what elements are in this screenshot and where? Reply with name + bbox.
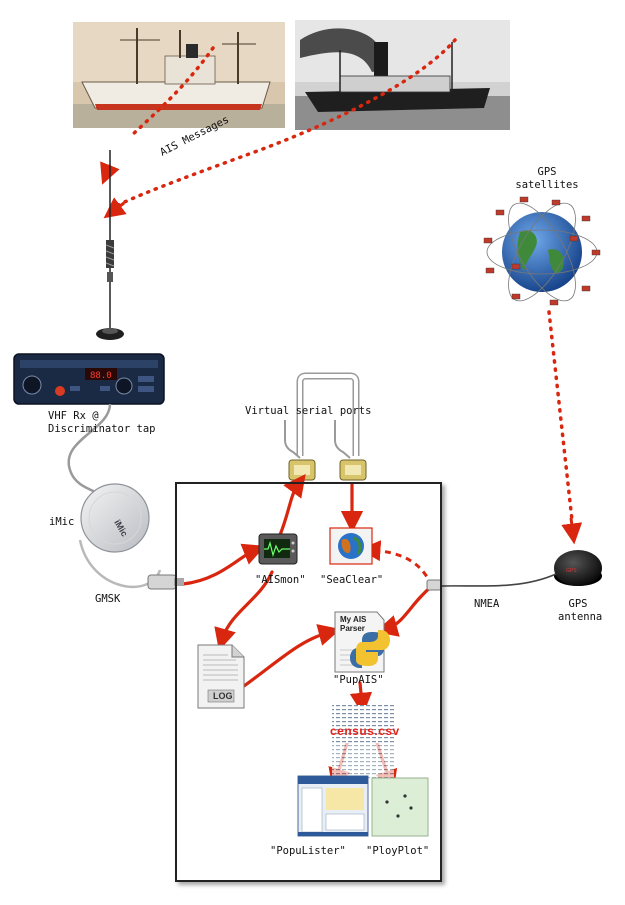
log-file-icon	[197, 644, 245, 709]
my-ais-parser-label: My AIS Parser	[340, 615, 367, 633]
vhf-antenna-icon	[96, 150, 124, 340]
python-logo-icon	[334, 611, 390, 673]
ploypLot-label: "PloyPlot"	[366, 845, 430, 857]
gps-antenna-label: GPS antenna	[558, 598, 603, 623]
csv-data-icon	[332, 705, 394, 781]
gmsk-label: GMSK	[95, 593, 121, 605]
seaclear-label: "SeaClear"	[320, 574, 384, 586]
cargo-ship-photo	[73, 22, 285, 128]
oscilloscope-icon	[258, 533, 298, 565]
svg-text:88.0: 88.0	[90, 371, 112, 381]
aismon-label: "AISmon"	[255, 574, 306, 586]
steamship-photo	[295, 20, 510, 130]
virtual-serial-ports-label: Virtual serial ports	[245, 405, 372, 417]
census-csv-label: census.csv	[330, 724, 400, 738]
db9-connector-icon	[288, 459, 367, 481]
gps-satellites-label: GPS satellites	[515, 166, 579, 191]
gps-puck-antenna-icon: GPS	[554, 550, 602, 586]
nmea-label: NMEA	[474, 598, 500, 610]
application-window-icon	[297, 775, 369, 837]
imic-label: iMic	[49, 516, 75, 528]
vhf-radio-icon: 88.0	[13, 353, 165, 405]
plot-window-icon	[371, 777, 429, 837]
populister-label: "PopuLister"	[270, 845, 346, 857]
log-file-label: LOG	[213, 691, 233, 701]
svg-text:GPS: GPS	[566, 568, 577, 574]
computer-box	[175, 482, 442, 882]
vhf-rx-label: VHF Rx @ Discriminator tap	[48, 410, 156, 435]
seaclear-chart-icon	[329, 527, 373, 565]
imic-usb-adapter-icon: iMic	[78, 483, 162, 588]
pupais-label: "PupAIS"	[333, 674, 384, 686]
gps-satellite-globe-icon	[483, 196, 601, 306]
